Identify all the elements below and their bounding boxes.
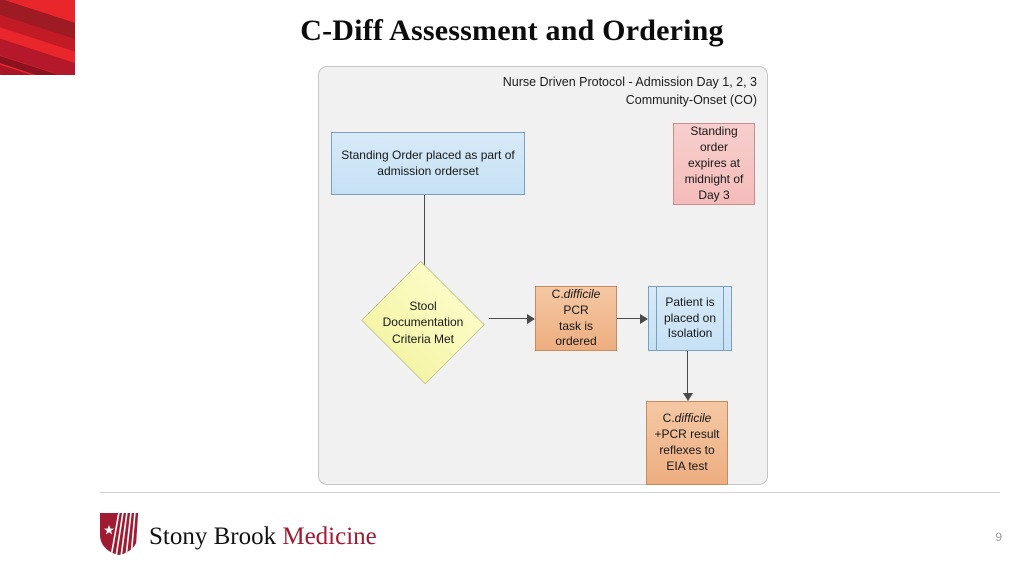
node-patient-isolation[interactable]: Patient is placed on Isolation — [648, 286, 732, 351]
reflex-line-4: EIA test — [666, 458, 708, 473]
footer-divider — [100, 492, 1000, 493]
node-standing-order-expiry[interactable]: Standing order expires at midnight of Da… — [673, 123, 755, 205]
flowchart-container: Nurse Driven Protocol - Admission Day 1,… — [318, 66, 768, 485]
decision-label: Stool Documentation Criteria Met — [359, 263, 487, 382]
decision-line-1: Stool — [409, 299, 437, 314]
connector-isolation-to-reflex — [687, 351, 688, 396]
flowchart-header-line1: Nurse Driven Protocol - Admission Day 1,… — [502, 75, 757, 89]
node-stool-documentation-decision[interactable]: Stool Documentation Criteria Met — [359, 260, 487, 385]
reflex-line-3: reflexes to — [659, 443, 715, 457]
page-title: C-Diff Assessment and Ordering — [300, 14, 724, 47]
pcr-line-1: C.difficile PCR — [551, 286, 601, 317]
connector-pcr-to-isolation — [617, 318, 643, 319]
stony-brook-medicine-logo: Stony Brook Medicine — [98, 512, 377, 560]
red-corner-accent — [0, 0, 75, 75]
reflex-line-2: +PCR result — [654, 427, 720, 442]
stony-brook-shield-icon — [98, 511, 140, 562]
decision-line-3: Criteria Met — [391, 331, 454, 346]
expiry-line-2: expires at — [687, 156, 741, 171]
node-reflex-eia[interactable]: C.difficile +PCR result reflexes to EIA … — [646, 401, 728, 485]
node-standing-order[interactable]: Standing Order placed as part of admissi… — [331, 132, 525, 195]
page-number: 9 — [995, 530, 1002, 544]
connector-decision-to-pcr — [489, 318, 529, 319]
arrowhead-pcr-to-isolation — [640, 314, 648, 324]
logo-primary-text: Stony Brook — [149, 522, 277, 550]
connector-order-to-decision — [424, 195, 425, 320]
pcr-line-3: ordered — [555, 334, 597, 349]
pcr-line-2: task is — [558, 318, 593, 333]
flowchart-header: Nurse Driven Protocol - Admission Day 1,… — [503, 73, 757, 109]
expiry-line-1: Standing order — [690, 124, 738, 155]
isolation-line-2: placed on — [663, 310, 717, 325]
arrowhead-isolation-to-reflex — [683, 393, 693, 401]
node-pcr-task[interactable]: C.difficile PCR task is ordered — [535, 286, 617, 351]
arrowhead-decision-to-pcr — [527, 314, 535, 324]
flowchart-header-line2: Community-Onset (CO) — [625, 93, 757, 108]
node-standing-order-label: Standing Order placed as part of admissi… — [341, 147, 515, 178]
logo-accent-text: Medicine — [282, 522, 377, 550]
logo-wordmark: Stony Brook Medicine — [149, 524, 377, 549]
expiry-line-4: Day 3 — [698, 187, 730, 202]
expiry-line-3: midnight of — [684, 171, 744, 186]
isolation-line-3: Isolation — [667, 326, 713, 341]
reflex-line-1: C.difficile — [662, 411, 712, 426]
isolation-line-1: Patient is — [665, 294, 715, 309]
decision-line-2: Documentation — [382, 315, 464, 330]
